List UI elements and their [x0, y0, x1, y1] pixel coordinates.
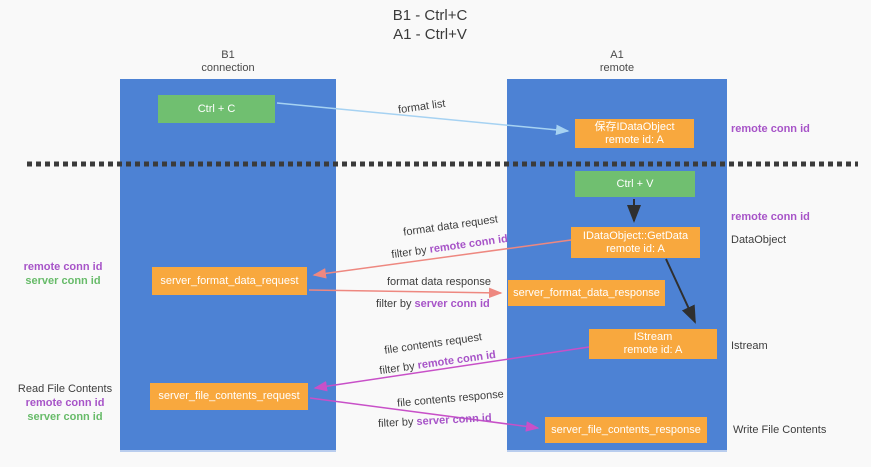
lane-header-a1: A1 remote	[507, 49, 727, 75]
right-dataobject-label: DataObject	[731, 234, 787, 246]
format-list-label: format list	[397, 97, 447, 117]
node-idataobject-getdata: IDataObject::GetData remote id: A	[571, 227, 700, 258]
server-conn-id-highlight: server conn id	[414, 298, 490, 310]
istream-line2: remote id: A	[623, 344, 683, 356]
save-idataobject-line1: 保存IDataObject	[594, 120, 675, 133]
remote-conn-id-highlight: remote conn id	[416, 348, 497, 372]
right-write-file-contents-label: Write File Contents	[733, 424, 827, 436]
server-format-data-request-label: server_format_data_request	[160, 274, 299, 287]
title-line-1: B1 - Ctrl+C	[392, 7, 468, 24]
node-server-format-data-response: server_format_data_response	[508, 280, 665, 306]
getdata-line1: IDataObject::GetData	[582, 229, 689, 242]
lane-b1-subtitle: connection	[201, 62, 255, 74]
server-conn-id-label: server conn id	[27, 411, 103, 423]
ctrl-v-label: Ctrl + V	[616, 177, 654, 190]
node-server-format-data-request: server_format_data_request	[152, 267, 307, 295]
left-format-conn-ids: remote conn id server conn id	[12, 260, 114, 288]
lane-a1-subtitle: remote	[599, 62, 635, 74]
right-remote-conn-id-top: remote conn id	[731, 123, 810, 135]
right-remote-conn-id-mid: remote conn id	[731, 211, 810, 223]
node-istream: IStream remote id: A	[589, 329, 717, 359]
filter-by-server-conn-id-label-1: filter by server conn id	[376, 298, 490, 310]
remote-conn-id-label: remote conn id	[23, 261, 103, 273]
save-idataobject-line2: remote id: A	[605, 133, 664, 146]
node-server-file-contents-request: server_file_contents_request	[150, 383, 308, 410]
lane-header-b1: B1 connection	[120, 49, 336, 75]
remote-conn-id-label: remote conn id	[25, 397, 105, 409]
lane-b1-name: B1	[221, 49, 235, 61]
node-ctrl-v: Ctrl + V	[575, 171, 695, 197]
right-istream-label: Istream	[731, 340, 768, 352]
arrow-format-data-response	[308, 287, 503, 299]
server-conn-id-label: server conn id	[25, 275, 101, 287]
left-file-conn-ids: Read File Contents remote conn id server…	[12, 382, 118, 424]
server-file-contents-response-label: server_file_contents_response	[551, 423, 701, 436]
format-data-response-label: format data response	[387, 276, 491, 288]
title-line-2: A1 - Ctrl+V	[393, 26, 467, 43]
file-contents-response-label: file contents response	[396, 388, 505, 410]
remote-conn-id-highlight: remote conn id	[428, 232, 509, 256]
node-ctrl-c: Ctrl + C	[158, 95, 275, 123]
server-format-data-response-label: server_format_data_response	[513, 286, 660, 299]
server-conn-id-highlight: server conn id	[416, 412, 492, 428]
ctrl-c-label: Ctrl + C	[197, 102, 236, 115]
node-server-file-contents-response: server_file_contents_response	[545, 417, 707, 443]
read-file-contents-label: Read File Contents	[17, 383, 113, 395]
istream-line1: IStream	[633, 331, 673, 343]
node-save-idataobject: 保存IDataObject remote id: A	[575, 119, 694, 148]
server-file-contents-request-label: server_file_contents_request	[158, 390, 300, 402]
getdata-line2: remote id: A	[606, 242, 665, 255]
page-title: B1 - Ctrl+C A1 - Ctrl+V	[0, 6, 860, 44]
filter-by-server-conn-id-label-2: filter by server conn id	[377, 412, 492, 430]
lane-a1-name: A1	[610, 49, 624, 61]
